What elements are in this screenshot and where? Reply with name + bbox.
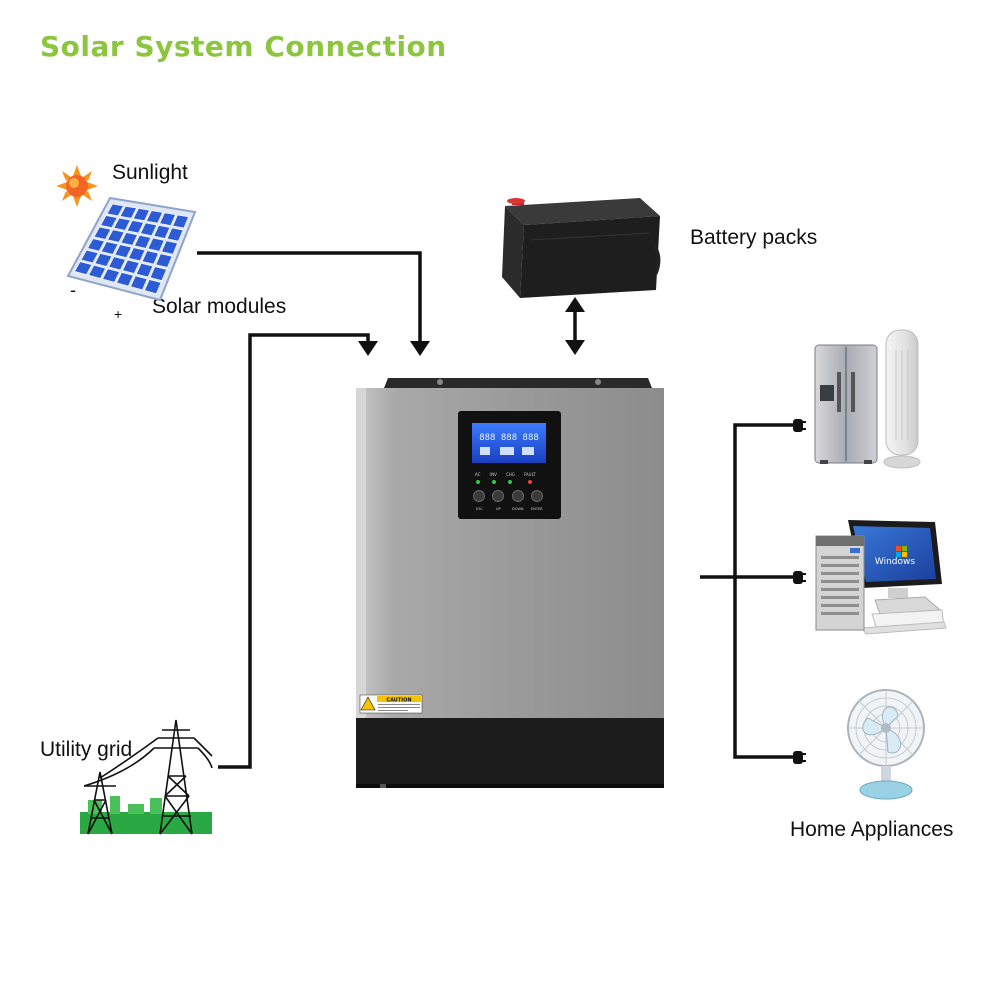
led-chg [508, 480, 512, 484]
solar-panel-icon [66, 196, 197, 302]
lcd-screen [472, 423, 546, 463]
grid-wire [218, 333, 370, 769]
tower-fan-icon [883, 329, 921, 469]
solar-cell [144, 279, 162, 295]
solar-cell [159, 212, 176, 226]
wires [197, 251, 795, 769]
sunlight-label: Sunlight [112, 161, 188, 184]
solar-cell [141, 250, 159, 265]
solar-cell [172, 214, 189, 229]
inverter-button-enter[interactable] [531, 490, 543, 502]
screen-text: Windows [875, 557, 915, 567]
solar-cell [149, 266, 167, 281]
solar-cell [126, 220, 144, 234]
solar-cell [102, 268, 120, 283]
inverter-unit: 888 888 888 AC INV CHG FAULT ESC UP DOWN… [356, 378, 664, 788]
arrow-heads [358, 297, 585, 356]
indicator-chg: CHG [506, 472, 515, 477]
solar-cell [140, 222, 158, 237]
solar-cell [113, 217, 131, 231]
solar-cell [155, 253, 173, 268]
indicator-fault: FAULT [524, 472, 536, 477]
solar-cell [114, 244, 132, 258]
minus-terminal-label: - [70, 280, 76, 300]
utility-grid-icon [80, 719, 213, 835]
plus-terminal-label: + [114, 306, 123, 322]
solar-cell [100, 241, 119, 255]
plug-icon-fan [793, 751, 806, 764]
button-label-esc: ESC [476, 507, 483, 511]
grid-arrow-icon [358, 341, 378, 356]
windows-logo-icon [896, 546, 907, 557]
plug-icon-computer [793, 571, 806, 584]
solar-cell [100, 215, 118, 228]
solar-cell [87, 238, 105, 252]
button-label-up: UP [496, 507, 501, 511]
battery-arrow-down-icon [565, 340, 585, 355]
solar-cell [74, 261, 93, 275]
sun-icon [56, 165, 98, 207]
solar-cell [107, 229, 125, 243]
solar-cell [120, 232, 138, 246]
led-ac [476, 480, 480, 484]
utility-grid-label: Utility grid [40, 738, 133, 761]
warning-icon [360, 696, 376, 711]
solar-cell [153, 225, 171, 239]
solar-cell [94, 253, 113, 267]
battery-packs-label: Battery packs [690, 226, 818, 249]
led-inv [492, 480, 496, 484]
solar-arrow-icon [410, 341, 430, 356]
solar-cell [146, 210, 163, 224]
computer-icon: Windows [815, 520, 947, 635]
battery-arrow-up-icon [565, 297, 585, 312]
solar-cell [134, 235, 152, 249]
lcd-readout: 888 888 888 [479, 433, 539, 443]
solar-cell [93, 226, 112, 240]
button-label-down: DOWN [512, 507, 524, 511]
battery-icon [502, 198, 661, 298]
solar-modules-label: Solar modules [152, 295, 287, 318]
home-appliances-label: Home Appliances [790, 818, 954, 841]
refrigerator-icon [814, 344, 878, 464]
solar-cell [80, 249, 99, 264]
solar-wire [197, 251, 422, 343]
solar-cell [166, 227, 184, 242]
solar-cell [147, 237, 165, 252]
solar-cell [116, 272, 134, 287]
appliance-bus-wire [733, 423, 795, 759]
indicator-inv: INV [490, 472, 497, 477]
solar-cell [106, 203, 124, 217]
svg-text:CAUTION: CAUTION [386, 698, 411, 704]
inverter-button-esc[interactable] [473, 490, 485, 502]
solar-cell [135, 263, 154, 278]
solar-cell [122, 259, 140, 274]
solar-cell [132, 208, 150, 221]
solar-cell [128, 247, 146, 262]
led-fault [528, 480, 532, 484]
button-label-enter: ENTER [531, 507, 543, 511]
desk-fan-icon [847, 689, 925, 800]
inverter-button-up[interactable] [492, 490, 504, 502]
caution-sticker: CAUTION [359, 694, 423, 714]
solar-cell [88, 264, 107, 279]
solar-cell [119, 205, 137, 219]
solar-cell [161, 240, 178, 255]
indicator-ac: AC [475, 472, 481, 477]
plug-icon-fridge [793, 419, 806, 432]
solar-cell [130, 275, 148, 291]
inverter-button-down[interactable] [512, 490, 524, 502]
solar-cell [108, 256, 126, 271]
page-title: Solar System Connection [40, 30, 447, 63]
